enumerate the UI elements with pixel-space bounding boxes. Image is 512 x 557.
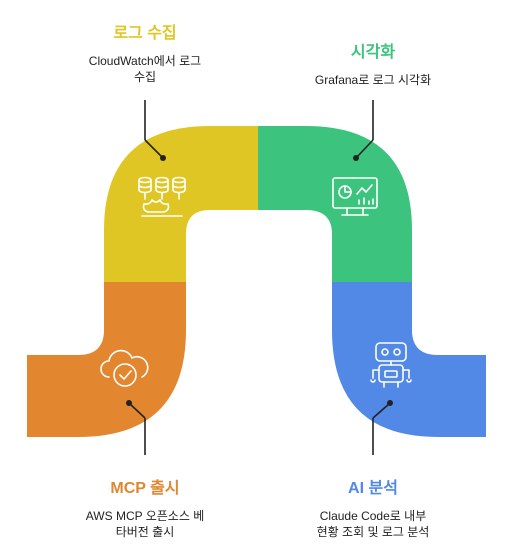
- segment-release: [27, 282, 186, 437]
- connector-collect: [144, 100, 166, 161]
- segment-collect: [104, 126, 258, 282]
- title-release: MCP 출시: [110, 480, 180, 497]
- database-server-icon: [138, 176, 186, 217]
- title-analyze: AI 분석: [348, 480, 398, 497]
- connector-visualize: [353, 100, 374, 161]
- cloud-check-icon: [100, 349, 149, 387]
- robot-icon: [370, 342, 412, 388]
- title-collect: 로그 수집: [113, 25, 177, 42]
- connector-analyze: [372, 400, 393, 455]
- segment-visualize: [258, 126, 412, 282]
- desc-visualize: Grafana로 로그 시각화: [314, 73, 432, 87]
- monitor-chart-icon: [332, 177, 378, 216]
- segment-analyze: [332, 282, 486, 437]
- connector-release: [126, 400, 146, 455]
- title-visualize: 시각화: [350, 44, 396, 61]
